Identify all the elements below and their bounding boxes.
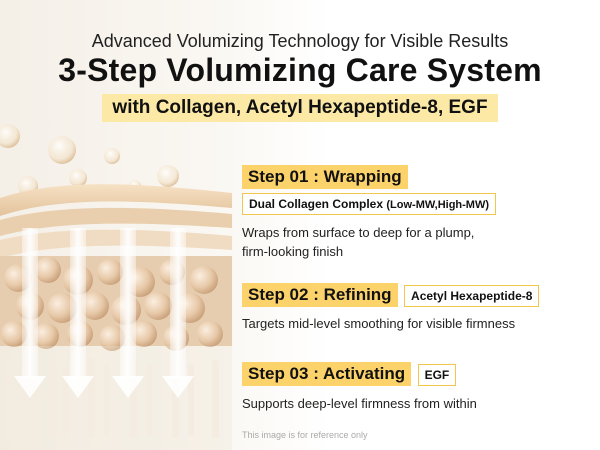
step-01-desc-line-2: firm-looking finish (242, 244, 344, 259)
step-01-ingredient-name: Dual Collagen Complex (249, 197, 384, 211)
step-02-ingredient: Acetyl Hexapeptide-8 (404, 285, 540, 307)
down-arrows (14, 228, 194, 398)
step-01-desc-line-1: Wraps from surface to deep for a plump, (242, 225, 475, 240)
step-03-ingredient: EGF (417, 364, 457, 386)
step-01-description: Wraps from surface to deep for a plump, … (242, 223, 474, 261)
step-02: Step 02 : Refining Acetyl Hexapeptide-8 (242, 283, 540, 307)
step-03: Step 03 : Activating EGF (242, 362, 457, 386)
ingredients-highlight: with Collagen, Acetyl Hexapeptide-8, EGF (102, 94, 498, 122)
step-01-label: Step 01 : Wrapping (242, 165, 408, 189)
step-03-label: Step 03 : Activating (242, 362, 412, 386)
page-title: 3-Step Volumizing Care System (58, 52, 542, 88)
step-01: Step 01 : Wrapping (242, 165, 408, 189)
skin-layers-illustration (0, 124, 232, 450)
step-01-ingredient-detail: (Low-MW,High-MW) (386, 199, 490, 211)
page-subtitle: Advanced Volumizing Technology for Visib… (91, 31, 509, 51)
step-01-ingredient-box: Dual Collagen Complex (Low-MW,High-MW) (242, 193, 497, 215)
step-02-label: Step 02 : Refining (242, 283, 398, 307)
reference-note: This image is for reference only (242, 430, 368, 440)
step-02-desc-line-1: Targets mid-level smoothing for visible … (242, 316, 516, 331)
highlight-banner: with Collagen, Acetyl Hexapeptide-8, EGF (0, 94, 600, 122)
step-01-ingredient: Dual Collagen Complex (Low-MW,High-MW) (242, 193, 497, 215)
step-03-desc-line-1: Supports deep-level firmness from within (242, 396, 477, 411)
step-03-description: Supports deep-level firmness from within (242, 394, 477, 413)
step-02-description: Targets mid-level smoothing for visible … (242, 314, 515, 333)
